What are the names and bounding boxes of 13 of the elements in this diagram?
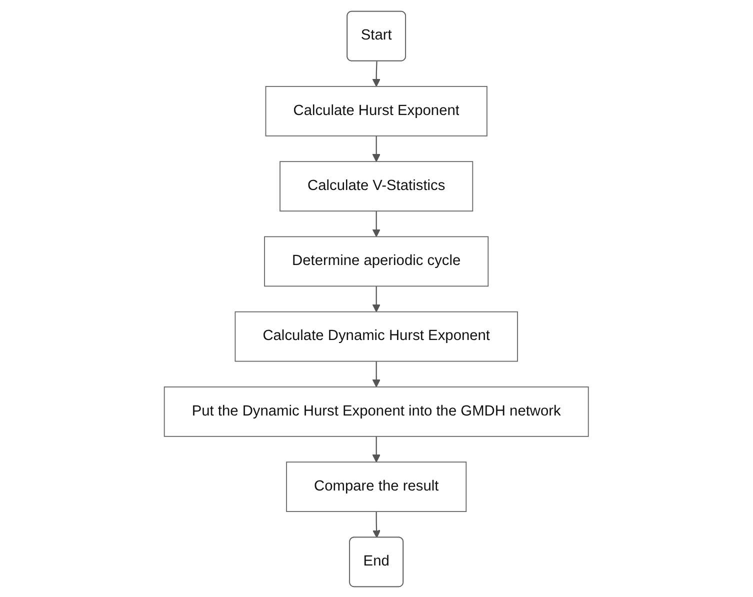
arrow	[372, 436, 381, 462]
node-box: Calculate Dynamic Hurst Exponent	[234, 310, 518, 362]
arrow	[372, 210, 381, 237]
arrow	[372, 135, 381, 162]
arrow	[372, 60, 381, 86]
node-box: Put the Dynamic Hurst Exponent into the GMDH network	[164, 386, 589, 436]
arrow	[372, 511, 381, 538]
arrow	[372, 360, 381, 387]
node-box: Compare the result	[286, 461, 467, 512]
node-box: Calculate Hurst Exponent	[265, 86, 488, 136]
arrow	[372, 286, 381, 312]
node-box: Determine aperiodic cycle	[264, 236, 489, 286]
node-box: Calculate V-Statistics	[280, 160, 474, 211]
